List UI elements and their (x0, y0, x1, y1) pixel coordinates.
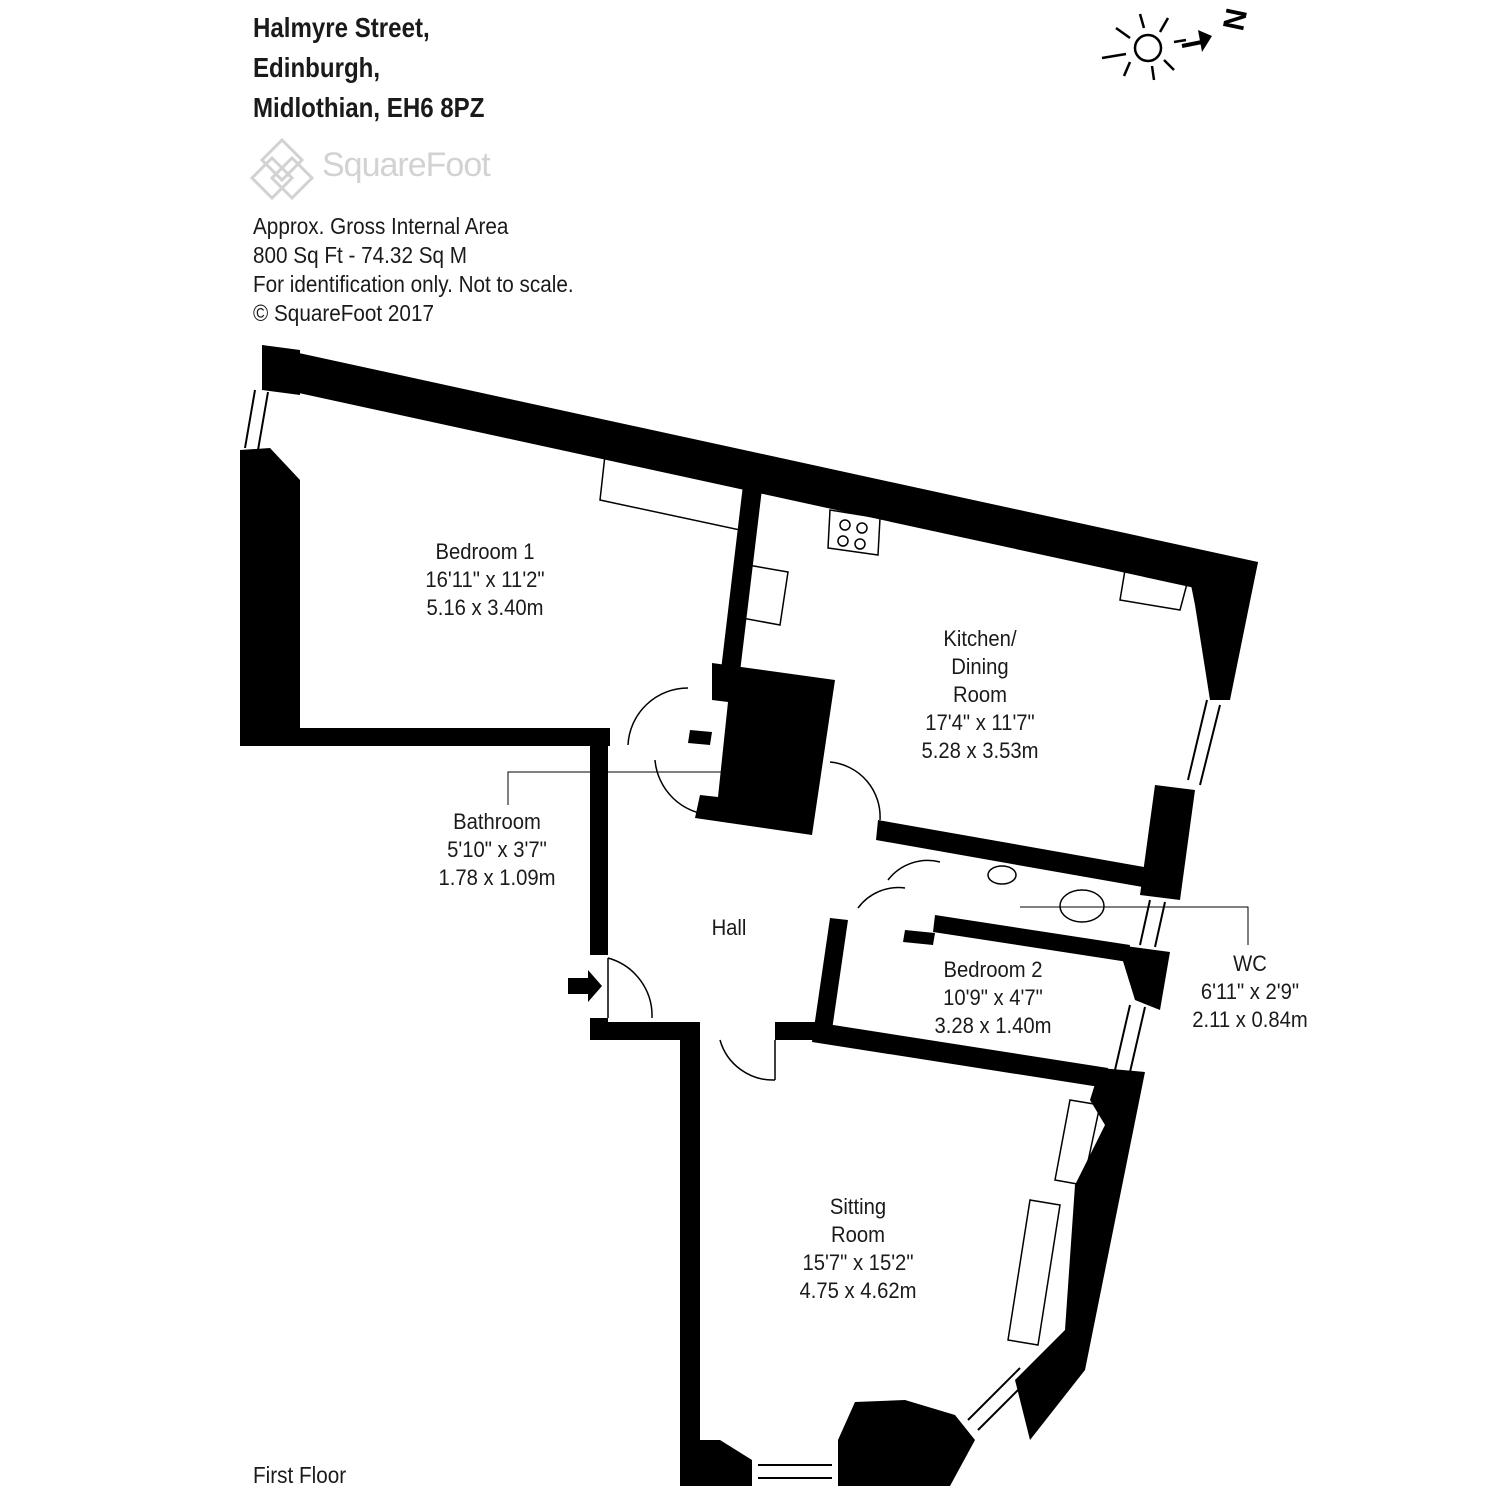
room-label-bedroom-1: Bedroom 1 16'11" x 11'2" 5.16 x 3.40m (425, 539, 545, 620)
address-block: Halmyre Street, Edinburgh, Midlothian, E… (253, 8, 484, 128)
area-value: 800 Sq Ft - 74.32 Sq M (253, 242, 468, 268)
entrance-arrow-icon (568, 970, 602, 1002)
sun-compass-icon: N (1101, 5, 1254, 81)
address-line-1: Halmyre Street, (253, 12, 430, 43)
fixtures (599, 454, 1189, 1346)
windows (244, 389, 1221, 1479)
doors (607, 687, 941, 1081)
room-label-wc: WC 6'11" x 2'9" 2.11 x 0.84m (1192, 951, 1308, 1032)
room-label-bedroom-2: Bedroom 2 10'9" x 4'7" 3.28 x 1.40m (934, 957, 1052, 1038)
area-info: Approx. Gross Internal Area 800 Sq Ft - … (253, 212, 574, 328)
disclaimer: For identification only. Not to scale. (253, 271, 574, 297)
area-heading: Approx. Gross Internal Area (253, 213, 509, 239)
squarefoot-logo-icon (249, 137, 315, 201)
walls (240, 345, 1258, 1486)
squarefoot-logo: SquareFoot (249, 137, 520, 201)
room-label-bathroom: Bathroom 5'10" x 3'7" 1.78 x 1.09m (438, 809, 556, 890)
address-line-2: Edinburgh, (253, 52, 381, 83)
address-line-3: Midlothian, EH6 8PZ (253, 92, 485, 123)
room-label-hall: Hall (711, 915, 747, 940)
logo-wordmark: SquareFoot (322, 146, 491, 184)
floor-label: First Floor (253, 1462, 347, 1488)
copyright: © SquareFoot 2017 (253, 300, 434, 326)
leader-lines (507, 771, 1249, 945)
room-label-sitting-room: Sitting Room 15'7" x 15'2" 4.75 x 4.62m (799, 1194, 917, 1303)
room-label-kitchen-dining: Kitchen/ Dining Room 17'4" x 11'7" 5.28 … (921, 626, 1039, 763)
